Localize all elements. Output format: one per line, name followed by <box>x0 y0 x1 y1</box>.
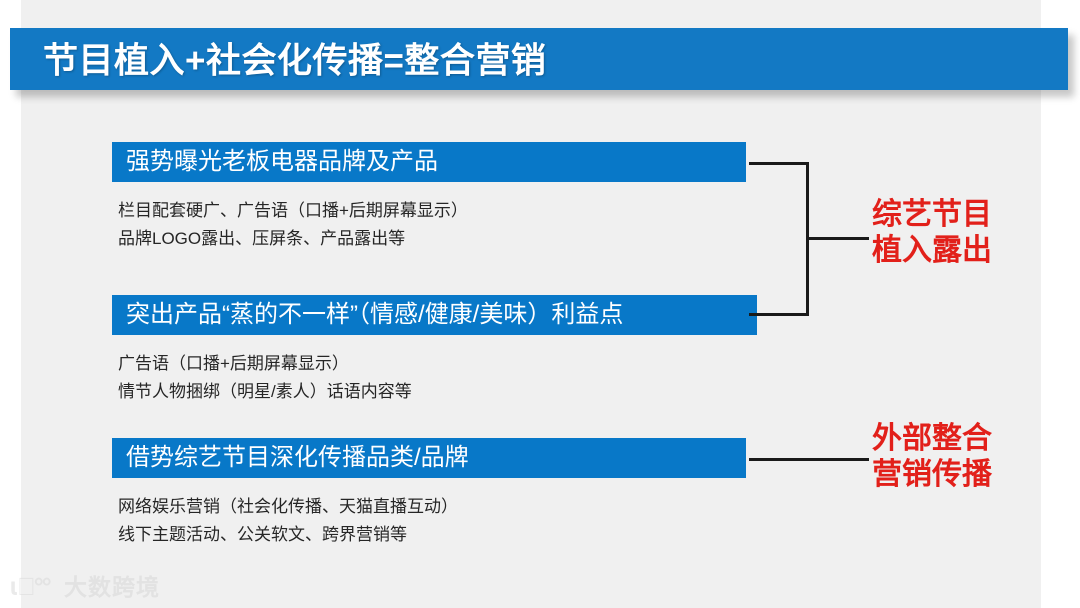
content-block-1: 强势曝光老板电器品牌及产品 栏目配套硬广、广告语（口播+后期屏幕显示） 品牌LO… <box>112 142 746 253</box>
block-3-body-line-1: 网络娱乐营销（社会化传播、天猫直播互动） <box>118 497 458 516</box>
block-3-header-text: 借势综艺节目深化传播品类/品牌 <box>126 444 469 471</box>
block-3-body: 网络娱乐营销（社会化传播、天猫直播互动） 线下主题活动、公关软文、跨界营销等 <box>112 493 746 549</box>
watermark-text: 大数跨境 <box>64 574 160 600</box>
callout-label-2-line-1: 外部整合 <box>872 422 992 455</box>
block-2-body-line-2: 情节人物捆绑（明星/素人）话语内容等 <box>118 382 412 401</box>
block-1-body-line-1: 栏目配套硬广、广告语（口播+后期屏幕显示） <box>118 201 468 220</box>
block-2-header-text: 突出产品“蒸的不一样”（情感/健康/美味）利益点 <box>126 301 624 328</box>
bracket-top-arm <box>749 162 809 165</box>
callout-label-1: 综艺节目 植入露出 <box>872 197 992 269</box>
callout-label-1-line-1: 综艺节目 <box>872 198 992 231</box>
block-3-header-bar: 借势综艺节目深化传播品类/品牌 <box>112 438 746 478</box>
watermark: ɩ⃝°° 大数跨境 <box>10 574 160 600</box>
callout-label-2: 外部整合 营销传播 <box>872 421 992 493</box>
block-1-header-text: 强势曝光老板电器品牌及产品 <box>126 148 438 175</box>
bracket-stem <box>806 237 869 240</box>
block-2-body: 广告语（口播+后期屏幕显示） 情节人物捆绑（明星/素人）话语内容等 <box>112 350 757 406</box>
watermark-logo-icon: ɩ⃝°° <box>10 573 52 601</box>
slide-title-banner: 节目植入+社会化传播=整合营销 <box>10 28 1068 90</box>
callout-label-1-line-2: 植入露出 <box>872 234 992 267</box>
content-block-2: 突出产品“蒸的不一样”（情感/健康/美味）利益点 广告语（口播+后期屏幕显示） … <box>112 295 757 406</box>
block-1-header-bar: 强势曝光老板电器品牌及产品 <box>112 142 746 182</box>
block-1-body-line-2: 品牌LOGO露出、压屏条、产品露出等 <box>118 229 406 248</box>
block-1-body: 栏目配套硬广、广告语（口播+后期屏幕显示） 品牌LOGO露出、压屏条、产品露出等 <box>112 197 746 253</box>
content-block-3: 借势综艺节目深化传播品类/品牌 网络娱乐营销（社会化传播、天猫直播互动） 线下主… <box>112 438 746 549</box>
block-2-body-line-1: 广告语（口播+后期屏幕显示） <box>118 354 349 373</box>
block-2-header-bar: 突出产品“蒸的不一样”（情感/健康/美味）利益点 <box>112 295 757 335</box>
callout-label-2-line-2: 营销传播 <box>872 458 992 491</box>
bracket-bottom-arm <box>749 313 809 316</box>
connector-line-block-3 <box>749 458 869 461</box>
block-3-body-line-2: 线下主题活动、公关软文、跨界营销等 <box>118 525 407 544</box>
slide-title-text: 节目植入+社会化传播=整合营销 <box>43 41 547 81</box>
